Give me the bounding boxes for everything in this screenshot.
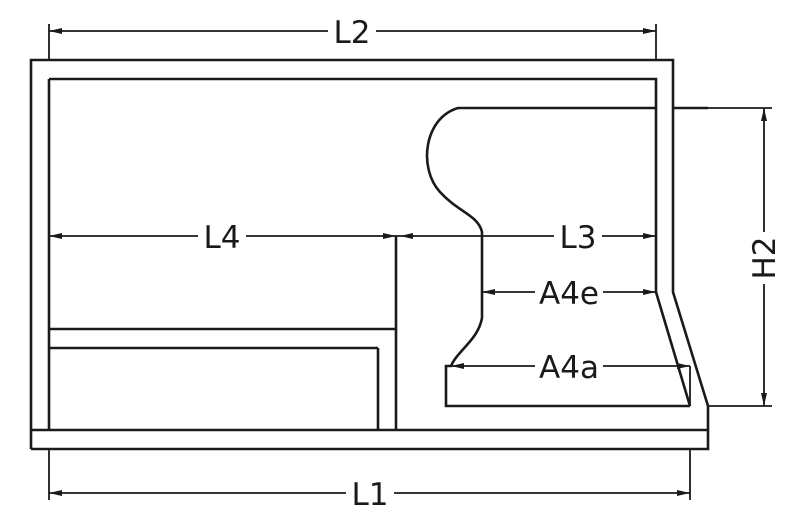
arrow-right: [643, 289, 656, 295]
label-L4: L4: [204, 220, 241, 256]
dim-A4a: A4a: [451, 349, 691, 406]
dim-L3: L3: [396, 219, 656, 256]
arrow-left: [49, 233, 62, 239]
label-A4a: A4a: [539, 350, 599, 386]
arrow-right: [383, 233, 396, 239]
label-A4e: A4e: [539, 276, 599, 312]
arrow-left: [49, 28, 62, 34]
arrow-left: [451, 363, 464, 369]
arrow-right: [643, 233, 656, 239]
arrow-bottom: [761, 393, 767, 406]
arrow-left: [49, 490, 62, 496]
top-rail-inner: [49, 77, 692, 407]
arrow-right: [677, 490, 690, 496]
label-H2: H2: [747, 236, 783, 279]
label-L2: L2: [334, 15, 371, 51]
arrow-left: [400, 233, 413, 239]
dim-H2: H2: [673, 107, 783, 407]
dim-L1: L1: [48, 449, 691, 513]
label-L3: L3: [560, 220, 597, 256]
dim-L2: L2: [48, 14, 657, 60]
dim-L4: L4: [49, 219, 396, 256]
arrow-right: [643, 28, 656, 34]
arrow-left: [482, 289, 495, 295]
label-L1: L1: [352, 477, 389, 513]
profile-curve: [425, 106, 690, 408]
cabinet-outline: [29, 58, 710, 451]
left-wall-outer: [29, 58, 710, 451]
arrow-right: [677, 363, 690, 369]
left-compartments: [49, 236, 398, 430]
arrow-top: [761, 108, 767, 121]
dim-A4e: A4e: [482, 275, 656, 312]
